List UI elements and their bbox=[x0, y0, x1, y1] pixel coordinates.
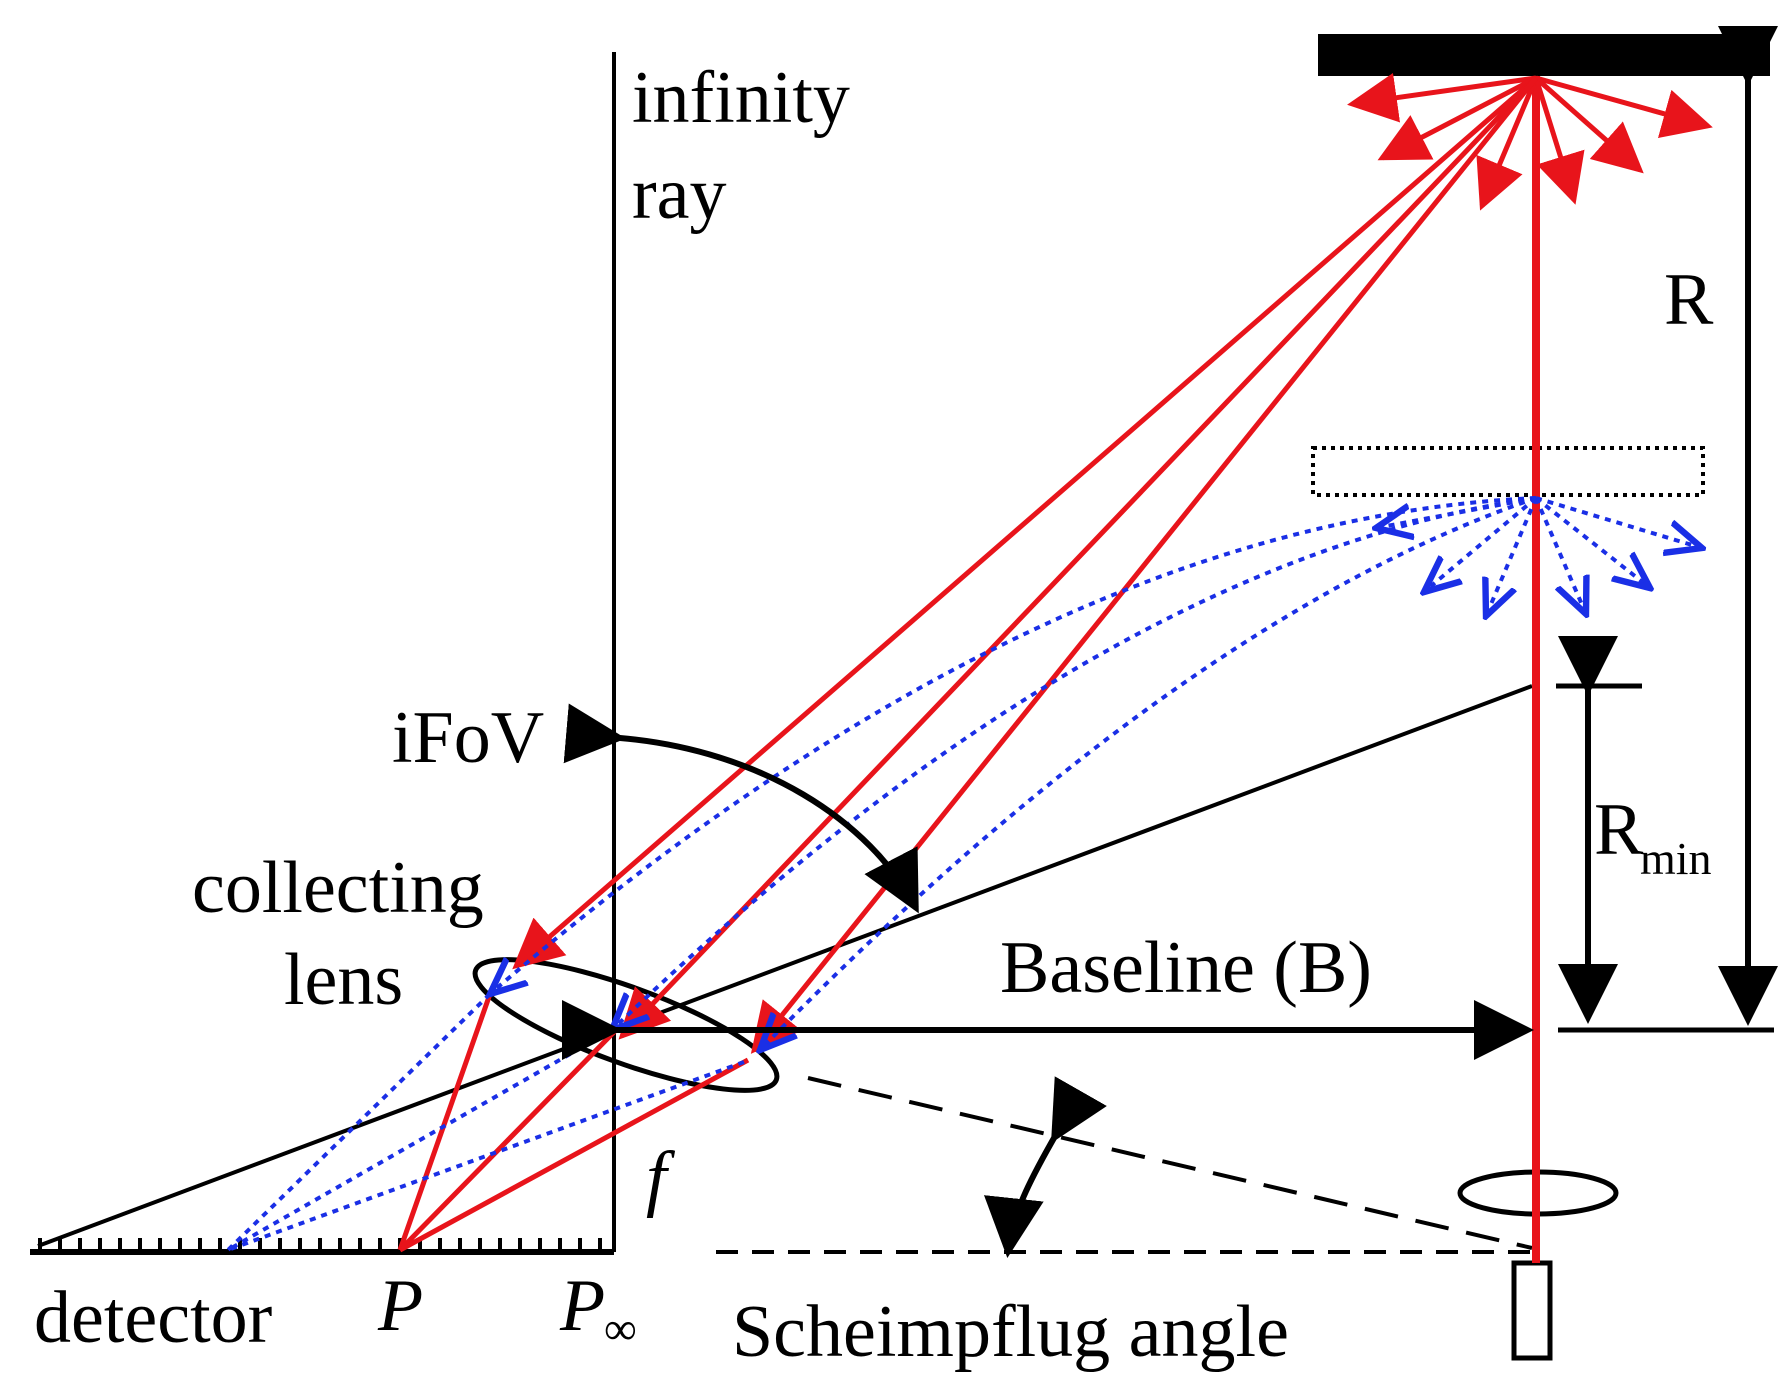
image-side-blue-rays bbox=[226, 992, 745, 1252]
image-side-red-rays bbox=[397, 993, 750, 1253]
label-rmin-sub: min bbox=[1640, 833, 1712, 884]
label-ray: ray bbox=[632, 153, 727, 235]
label-p-infinity: P ∞ bbox=[559, 1265, 637, 1354]
label-detector: detector bbox=[34, 1277, 272, 1359]
label-baseline: Baseline (B) bbox=[1000, 927, 1372, 1009]
label-infinity: infinity bbox=[632, 57, 850, 139]
label-r: R bbox=[1664, 259, 1714, 341]
label-scheimpflug-angle: Scheimpflug angle bbox=[732, 1291, 1289, 1373]
label-ifov: iFoV bbox=[392, 697, 544, 779]
scheimpflug-plane-line bbox=[37, 684, 1533, 1248]
label-rmin-base: R bbox=[1594, 789, 1644, 871]
label-p-inf-sub: ∞ bbox=[604, 1303, 637, 1354]
scheimpflug-angle-arc bbox=[983, 1076, 1107, 1258]
detector-ticks bbox=[38, 1238, 602, 1252]
label-rmin: R min bbox=[1594, 789, 1712, 884]
label-p-inf-base: P bbox=[559, 1265, 605, 1347]
near-target bbox=[1311, 446, 1705, 497]
laser-source bbox=[1511, 1260, 1553, 1361]
far-target bbox=[1318, 34, 1770, 76]
label-lens: lens bbox=[284, 939, 403, 1021]
label-p: P bbox=[377, 1265, 423, 1347]
label-f: f bbox=[646, 1137, 676, 1219]
ifov-arc bbox=[563, 703, 919, 914]
lens-plane-dashed bbox=[807, 1076, 1533, 1250]
label-collecting: collecting bbox=[192, 847, 484, 929]
far-scatter-arrows bbox=[1347, 72, 1713, 211]
